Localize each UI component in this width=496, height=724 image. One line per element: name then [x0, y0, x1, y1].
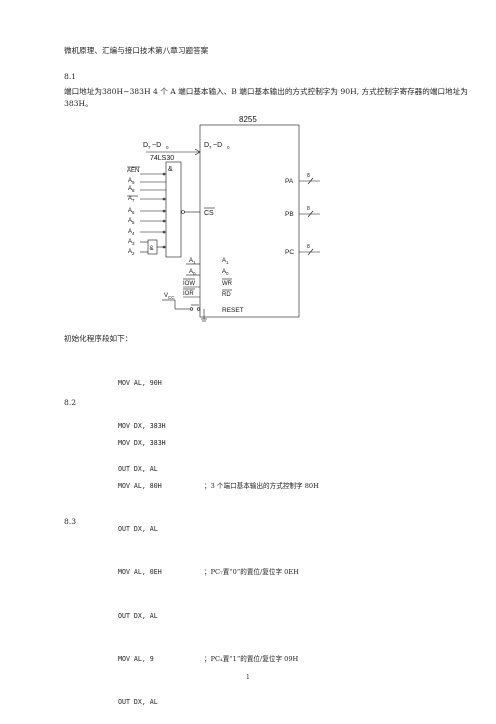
cs-label: CS	[204, 210, 214, 217]
pin-wr: WR	[222, 281, 233, 287]
iow-label: IOW	[183, 281, 195, 287]
input-a2: A	[128, 249, 132, 255]
bus-inside-tilde: ~D	[213, 142, 222, 149]
bus-left-sub2: 0	[166, 145, 169, 150]
port-pb: PB	[285, 211, 294, 218]
section-8-1-number: 8.1	[64, 72, 77, 81]
input-a4-sub: 4	[132, 231, 135, 236]
section-8-2-number: 8.2	[64, 398, 77, 407]
bus-inside-sub2: 0	[227, 145, 230, 150]
input-a3: A	[128, 239, 132, 245]
bus-inside-sub1: 7	[209, 145, 212, 150]
code-line: MOV DX, 383H	[118, 438, 166, 447]
section-8-1-text: 端口地址为380H~383H 4 个 A 端口基本输入、B 端口基本输出的方式控…	[64, 87, 468, 108]
gate-name: 74LS30	[150, 155, 174, 162]
pin-a1-sub: 1	[226, 260, 229, 265]
input-a3-sub: 3	[132, 241, 135, 246]
ior-label: IOR	[183, 291, 194, 297]
nand-gate-box	[165, 161, 182, 258]
port-pc-width: 8	[307, 244, 310, 250]
input-a7: A	[128, 196, 132, 202]
code-line: MOV AL, 0EH；PC₇置“0”的置位/复位字 0EH	[118, 568, 299, 577]
code-line: OUT DX, AL	[118, 611, 158, 620]
bus-left-tilde: ~D	[152, 142, 161, 149]
section-8-3-number: 8.3	[64, 517, 77, 526]
pin-a0-sub: 0	[226, 271, 229, 276]
code-line: OUT DX, AL	[118, 465, 158, 474]
code-block-1: MOV AL, 90H MOV DX, 383H OUT DX, AL	[118, 347, 166, 491]
input-a7-sub: 7	[132, 198, 135, 203]
input-a9: A	[128, 178, 132, 184]
input-a8-sub: 8	[132, 188, 135, 193]
small-gate-symbol: &	[150, 246, 154, 252]
code-line: MOV DX, 383H	[118, 422, 166, 431]
bus-left-sub1: 7	[148, 145, 151, 150]
input-a5-sub: 5	[132, 220, 135, 225]
input-a8: A	[128, 186, 132, 192]
addr-a0: A	[189, 269, 193, 275]
vcc-sub: CC	[168, 295, 175, 300]
gate-output-bubble	[181, 210, 185, 214]
port-pa: PA	[285, 178, 294, 185]
code-line: OUT DX, AL	[118, 698, 158, 707]
pin-rd: RD	[222, 292, 231, 298]
input-a4: A	[128, 229, 132, 235]
bus-inside-d: D	[204, 142, 209, 149]
chip-name: 8255	[239, 115, 257, 124]
code-line: OUT DX, AL	[118, 525, 158, 534]
input-aen: AEN	[127, 168, 139, 174]
chip-8255-box	[199, 124, 300, 318]
input-a6: A	[128, 208, 132, 214]
bus-arrow-lower	[194, 151, 201, 156]
input-a6-sub: 6	[132, 210, 135, 215]
init-label: 初始化程序段如下：	[64, 334, 133, 343]
input-a9-sub: 9	[132, 180, 135, 185]
bus-left-d: D	[143, 142, 148, 149]
code-line: MOV AL, 9；PC₄置“1”的置位/复位字 09H	[118, 654, 299, 663]
addr-a0-sub: 0	[193, 271, 196, 276]
circuit-diagram: 8255 D 7 ~D 0 D 7 ~D 0 74LS30 & CS AEN A…	[127, 115, 320, 322]
input-a5: A	[128, 218, 132, 224]
addr-a1: A	[189, 258, 193, 264]
bus-arrow-upper	[194, 148, 201, 153]
code-line: MOV AL, 90H	[118, 378, 162, 387]
pin-a1: A	[222, 258, 226, 264]
code-block-2: MOV DX, 383H MOV AL, 80H；3 个端口基本输出的方式控制字…	[118, 407, 319, 724]
gate-symbol: &	[168, 166, 173, 173]
page-number: 1	[246, 674, 250, 681]
code-line: MOV AL, 80H；3 个端口基本输出的方式控制字 80H	[118, 482, 319, 491]
input-a2-sub: 2	[132, 251, 135, 256]
addr-a1-sub: 1	[193, 260, 196, 265]
pin-reset: RESET	[222, 307, 244, 314]
port-pb-width: 8	[307, 206, 310, 212]
gate-inputs: AEN A 9 A 8 A 7 A 6 A 5 A 4 A 3 A 2 &	[127, 166, 166, 256]
document-title: 微机原理、汇编与接口技术第八章习题答案	[64, 46, 209, 55]
port-pa-width: 8	[307, 173, 310, 179]
port-pc: PC	[285, 249, 294, 256]
vcc-label: V	[164, 293, 168, 299]
pin-a0: A	[222, 269, 226, 275]
